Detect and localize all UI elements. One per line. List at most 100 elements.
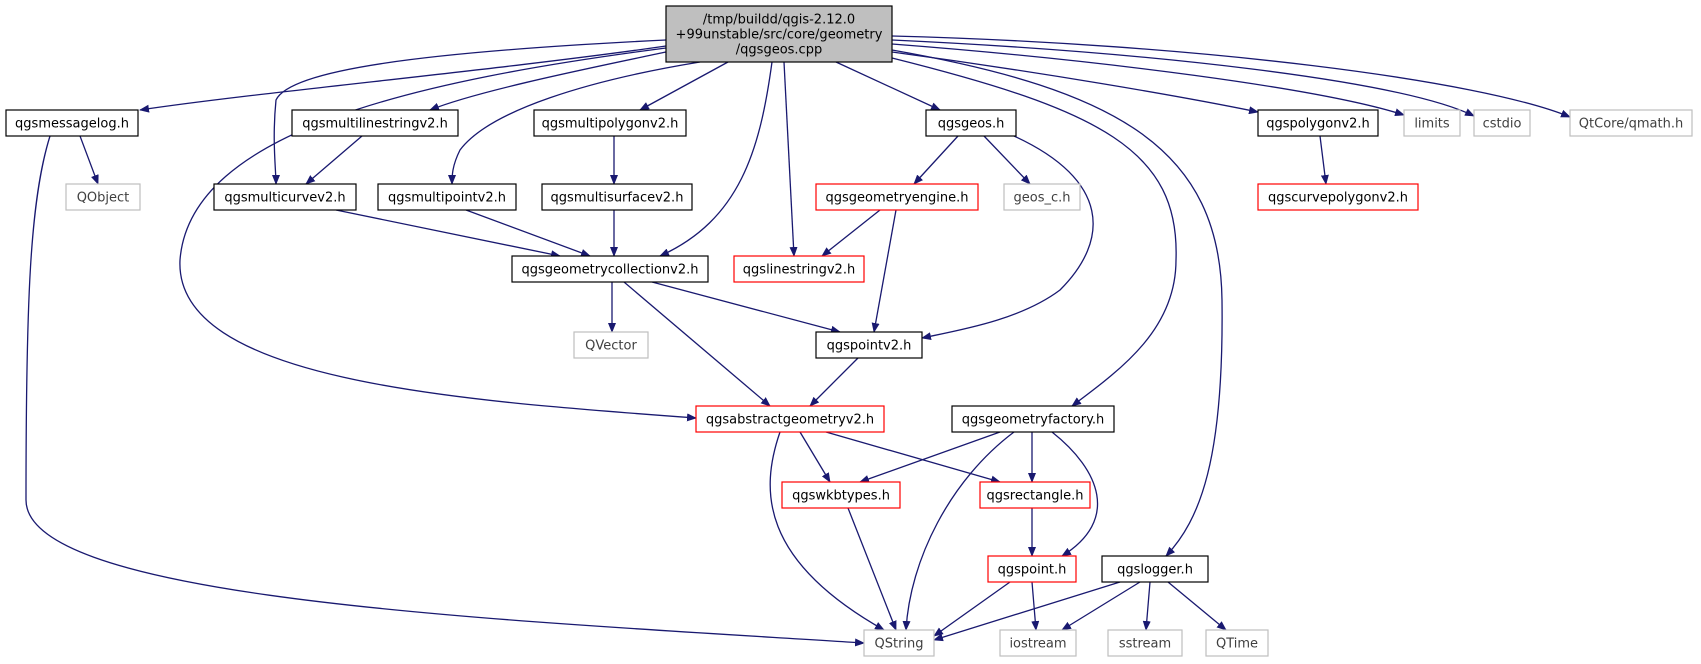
node-label: /tmp/buildd/qgis-2.12.0 [703,13,855,28]
node-qgspolygonv2[interactable]: qgspolygonv2.h [1257,109,1379,137]
node-box [1257,109,1379,137]
node-box [291,109,459,137]
node-label: cstdio [1483,117,1522,132]
node-qmath[interactable]: QtCore/qmath.h [1569,109,1693,137]
edge-root-to-qgspolygonv2 [891,51,1259,115]
node-label: qgspointv2.h [827,339,912,354]
node-label: qgsgeometryfactory.h [962,413,1105,428]
node-box [733,255,865,283]
node-box [5,109,139,137]
edge-root-to-limits [891,43,1405,117]
edge-root-to-qgsmessagelog [139,45,667,113]
node-label: qgsmulticurvev2.h [224,191,345,206]
node-qtime[interactable]: QTime [1205,629,1269,657]
node-box [951,405,1115,433]
node-qobject[interactable]: QObject [65,183,141,211]
edge-qgsmultipointv2-to-qgsgeometrycollectionv2 [465,209,591,257]
dependency-edges [25,35,1571,647]
node-qgspointv2[interactable]: qgspointv2.h [815,331,923,359]
node-box [815,331,923,359]
node-qgsabstractgeometryv2[interactable]: qgsabstractgeometryv2.h [695,405,885,433]
node-qvector[interactable]: QVector [573,331,649,359]
edge-root-to-qgsgeometryfactory [891,57,1177,407]
node-qgsmultipolygonv2[interactable]: qgsmultipolygonv2.h [533,109,687,137]
node-qgsmulticurvev2[interactable]: qgsmulticurvev2.h [213,183,357,211]
edge-root-to-qgslinestringv2 [783,61,798,257]
edge-root-to-qgsmultipolygonv2 [639,61,729,111]
node-sstream[interactable]: sstream [1107,629,1183,657]
node-box [213,183,357,211]
node-label: +99unstable/src/core/geometry [676,28,883,43]
node-box [925,109,1017,137]
node-box [1403,109,1461,137]
node-label: qgslogger.h [1117,563,1193,578]
node-box [665,5,893,63]
node-label: geos_c.h [1014,191,1071,206]
node-label: qgsgeometrycollectionv2.h [522,263,699,278]
node-label: iostream [1009,637,1066,652]
node-qgslinestringv2[interactable]: qgslinestringv2.h [733,255,865,283]
node-box [1473,109,1531,137]
node-qgsgeos_h[interactable]: qgsgeos.h [925,109,1017,137]
edge-qgsabstractgeometryv2-to-qgsrectangle [825,431,1001,484]
edge-root-to-qgsmultipointv2 [448,61,701,185]
node-qgscurvepolygonv2[interactable]: qgscurvepolygonv2.h [1257,183,1419,211]
node-box [1569,109,1693,137]
edge-qgsgeometryfactory-to-qgspoint [1051,431,1099,557]
node-label: qgsabstractgeometryv2.h [706,413,874,428]
node-box [511,255,709,283]
edge-root-to-qgsmultilinestringv2 [429,51,667,111]
node-cstdio[interactable]: cstdio [1473,109,1531,137]
node-limits[interactable]: limits [1403,109,1461,137]
node-qgsgeometrycollectionv2[interactable]: qgsgeometrycollectionv2.h [511,255,709,283]
node-label: qgspolygonv2.h [1266,117,1370,132]
node-qgsmultipointv2[interactable]: qgsmultipointv2.h [377,183,517,211]
dependency-nodes: /tmp/buildd/qgis-2.12.0+99unstable/src/c… [5,5,1693,657]
node-box [377,183,517,211]
node-qgsgeometryengine[interactable]: qgsgeometryengine.h [815,183,979,211]
node-box [541,183,693,211]
node-box [781,481,901,509]
node-qgslogger[interactable]: qgslogger.h [1101,555,1209,583]
node-qgspoint[interactable]: qgspoint.h [987,555,1077,583]
node-qgswkbtypes[interactable]: qgswkbtypes.h [781,481,901,509]
node-label: QVector [585,339,637,354]
edge-qgsgeometrycollectionv2-to-qgsabstractgeometryv2 [623,281,771,407]
node-box [1101,555,1209,583]
node-box [1205,629,1269,657]
node-label: /qgsgeos.cpp [736,43,822,58]
node-box [1257,183,1419,211]
edge-root-to-qgsgeos_h [835,61,941,111]
node-label: qgslinestringv2.h [743,263,855,278]
node-iostream[interactable]: iostream [999,629,1077,657]
node-qgsrectangle[interactable]: qgsrectangle.h [979,481,1091,509]
edge-qgsmessagelog-to-qobject [79,135,99,185]
edge-qgsgeos_h-to-geos_c [983,135,1031,185]
node-qgsmultilinestringv2[interactable]: qgsmultilinestringv2.h [291,109,459,137]
node-box [1107,629,1183,657]
edge-qgsabstractgeometryv2-to-qstring [769,431,885,631]
edge-qgsgeos_h-to-qgsgeometryengine [913,135,959,185]
edge-qgsgeometrycollectionv2-to-qgspointv2 [651,281,841,334]
node-root[interactable]: /tmp/buildd/qgis-2.12.0+99unstable/src/c… [665,5,893,63]
edge-qgspoint-to-iostream [1031,581,1040,631]
node-box [979,481,1091,509]
node-box [999,629,1077,657]
node-label: qgspoint.h [998,563,1067,578]
edge-root-to-qmath [891,35,1571,118]
edge-qgslogger-to-sstream [1142,581,1151,631]
node-qgsmessagelog[interactable]: qgsmessagelog.h [5,109,139,137]
edge-root-to-qgsmulticurvev2 [271,39,667,185]
node-box [695,405,885,433]
node-label: qgsmessagelog.h [15,117,129,132]
edge-qgsmultilinestringv2-to-qgsmulticurvev2 [305,135,363,185]
edge-qgsgeometryfactory-to-qstring [902,431,1015,631]
edge-qgspolygonv2-to-qgscurvepolygonv2 [1319,135,1329,185]
node-geos_c[interactable]: geos_c.h [1003,183,1081,211]
node-box [533,109,687,137]
node-qgsgeometryfactory[interactable]: qgsgeometryfactory.h [951,405,1115,433]
node-qstring[interactable]: QString [863,629,935,657]
node-qgsmultisurfacev2[interactable]: qgsmultisurfacev2.h [541,183,693,211]
node-label: QtCore/qmath.h [1579,117,1683,132]
